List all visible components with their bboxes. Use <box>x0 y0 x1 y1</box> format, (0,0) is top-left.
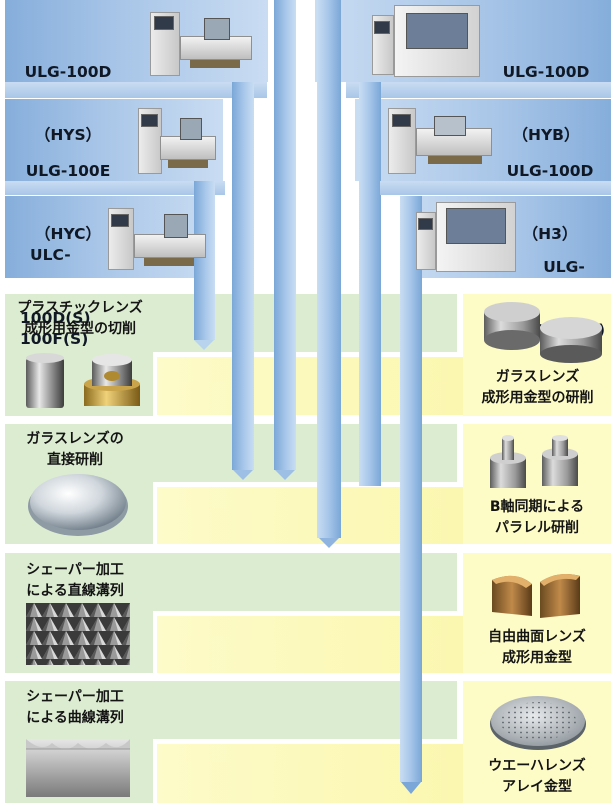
process-box-2-right <box>463 424 611 544</box>
machine-image-ulc <box>108 204 208 272</box>
machine-model: ULG- <box>543 258 585 276</box>
machine-image-hyb <box>372 5 480 77</box>
machine-model: ULG-100D <box>502 63 590 81</box>
machine-model: ULG-100D <box>24 63 112 81</box>
process-label-b-axis-parallel: B軸同期による パラレル研削 <box>489 499 585 536</box>
process-label-wafer-lens-array: ウエーハレンズ アレイ金型 <box>488 758 586 795</box>
sample-image-wafer-lens-array <box>490 696 586 750</box>
machine-variant: （HYS） <box>34 126 102 144</box>
machine-label-ulc: ULC- 100D(S) 100F(S) <box>6 203 96 371</box>
flow-arrow-hyc <box>233 470 253 480</box>
sample-image-freeform-lens <box>492 574 580 618</box>
process-label-shaper-straight: シェーパー加工 による直線溝列 <box>26 562 124 599</box>
machine-model: ULG-100E <box>25 162 111 180</box>
flow-stripe-hyb <box>317 0 341 538</box>
flow-arrow-hys <box>275 470 295 480</box>
machine-image-hyc <box>138 106 216 174</box>
flow-stripe-5a <box>400 196 422 782</box>
machine-variant: （HYC） <box>34 225 102 243</box>
flow-stripe-ulc <box>194 181 215 340</box>
sample-image-glass-lens-direct <box>28 474 128 536</box>
sample-image-shaper-straight <box>26 603 130 665</box>
machine-model: ULC- <box>30 246 71 264</box>
flow-stripe-hyc <box>232 82 254 470</box>
flow-stripe-h3 <box>359 82 381 486</box>
machine-label-h3: ULG-100D （H3） <box>500 119 600 266</box>
process-label-shaper-curved: シェーパー加工 による曲線溝列 <box>26 689 124 726</box>
machine-variant: （HYB） <box>512 126 580 144</box>
sample-image-glass-lens-mold <box>484 302 602 363</box>
machine-label-hys: ULG-100D （HYS） <box>18 20 118 167</box>
machine-model: ULG-100D <box>506 162 594 180</box>
flow-stripe-hyc-h <box>5 82 267 98</box>
flow-arrow-5a <box>401 782 421 794</box>
process-box-3-right <box>463 553 611 673</box>
sample-image-shaper-curved <box>26 739 130 797</box>
machine-image-h3 <box>388 106 494 174</box>
process-label-freeform-lens: 自由曲面レンズ 成形用金型 <box>488 629 586 666</box>
machine-variant: （H3） <box>522 225 578 243</box>
machine-image-hys <box>150 8 258 76</box>
process-label-plastic-lens-mold: プラスチックレンズ 成形用金型の切削 <box>17 300 143 337</box>
flow-stripe-hys <box>274 0 296 470</box>
flow-stripe-h3-h <box>346 82 611 98</box>
sample-image-b-axis-parallel <box>490 435 578 488</box>
flow-arrow-hyb <box>319 538 339 548</box>
machine-label-hyb: ULG-100D （HYB） <box>496 20 596 167</box>
flow-stripe-ulc-h <box>5 181 225 195</box>
sample-image-plastic-lens-mold <box>26 353 140 408</box>
machine-variant: 100D(S) 100F(S) <box>20 309 91 348</box>
machine-label-hyc: ULG-100E （HYC） <box>18 119 118 266</box>
process-label-glass-lens-mold: ガラスレンズ 成形用金型の研削 <box>481 369 594 406</box>
process-label-glass-lens-direct: ガラスレンズの 直接研削 <box>26 431 124 468</box>
flow-arrow-ulc <box>194 340 214 350</box>
flow-stripe-5a-h <box>380 181 611 195</box>
machine-image-5a <box>416 200 516 272</box>
